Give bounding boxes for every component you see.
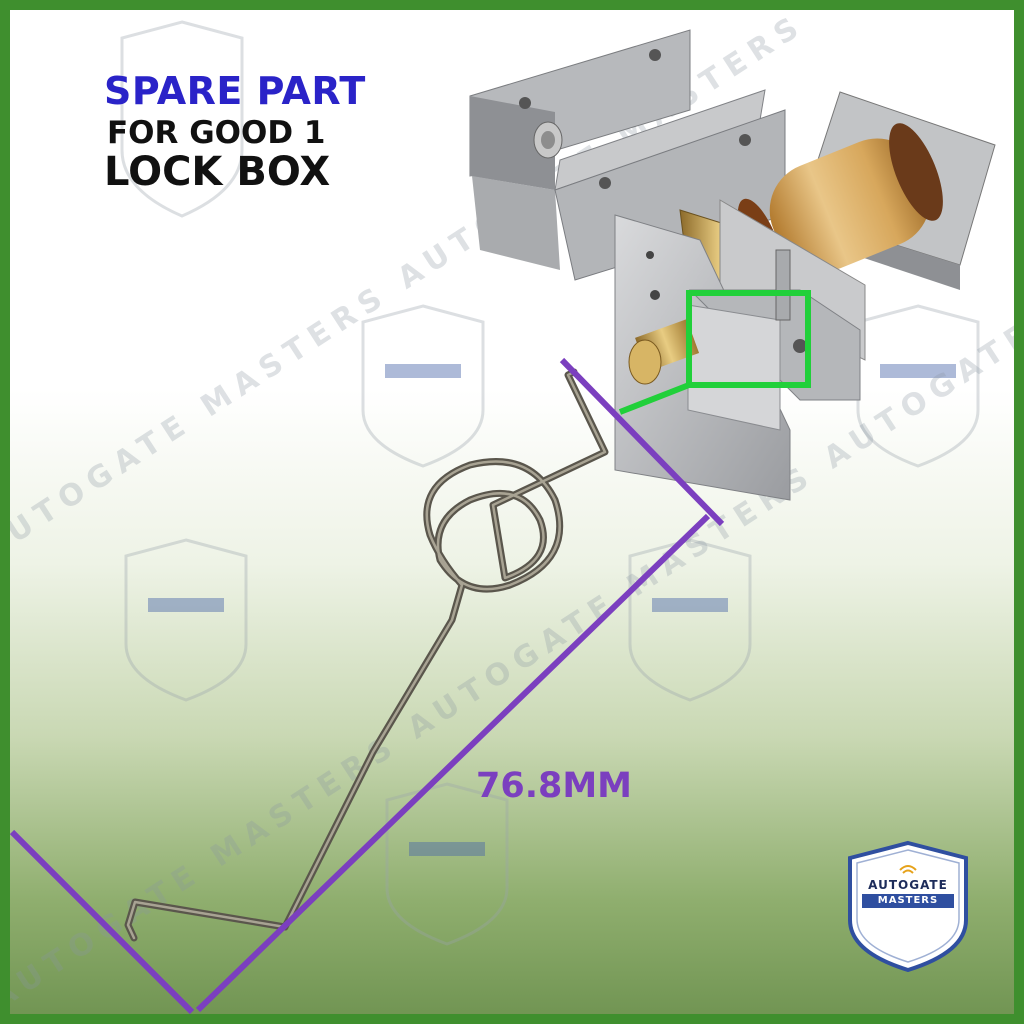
brand-logo: AUTOGATE MASTERS <box>846 840 970 972</box>
dimension-lines <box>9 357 725 1015</box>
heading-lock-box: LOCK BOX <box>104 149 331 195</box>
dimension-label: 76.8MM <box>476 766 633 806</box>
logo-text-autogate: AUTOGATE <box>868 878 948 892</box>
lock-box-photo <box>469 29 996 501</box>
torsion-spring <box>124 368 609 942</box>
heading-for-good: FOR GOOD 1 <box>107 115 326 151</box>
watermark-shields <box>120 20 980 946</box>
logo-text-masters: MASTERS <box>862 894 954 908</box>
highlight-callout <box>618 290 811 415</box>
heading-spare-part: SPARE PART <box>104 69 366 113</box>
